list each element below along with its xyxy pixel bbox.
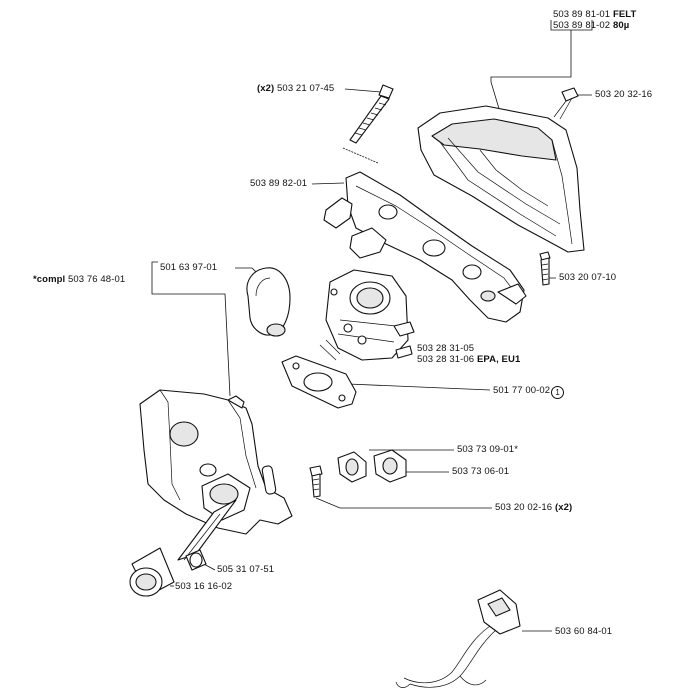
label-80u: 503 89 81-02 80µ [553, 20, 629, 31]
part-number: 503 89 81-01 [553, 9, 611, 20]
label-cable: 503 60 84-01 [555, 626, 612, 637]
part-number: 503 60 84-01 [555, 626, 613, 637]
label-compl: *compl 503 76 48-01 [33, 274, 125, 285]
note-circle: 1 [551, 386, 565, 399]
part-qty: (x2) [257, 83, 275, 94]
part-suffix: EPA, EU1 [476, 354, 521, 365]
grommet-2-part [373, 449, 407, 483]
part-number: 501 77 00-02 [493, 385, 551, 396]
grommet-1-part [337, 451, 367, 483]
part-number: 501 63 97-01 [160, 262, 218, 273]
label-carb-2: 503 28 31-06 EPA, EU1 [417, 354, 520, 365]
label-screw-right: 503 20 07-10 [559, 272, 616, 283]
part-number: 503 73 09-01* [457, 444, 518, 455]
part-suffix: 80µ [612, 20, 630, 31]
label-screw-top: 503 20 32-16 [595, 89, 652, 100]
label-grommet-1: 503 73 09-01* [457, 444, 518, 455]
label-bolt-x2: (x2) 503 21 07-45 [257, 83, 334, 94]
label-plate: 503 89 82-01 [250, 178, 307, 189]
part-number: 503 20 02-16 [495, 502, 553, 513]
housing-part [139, 389, 293, 535]
part-number: 503 76 48-01 [68, 274, 126, 285]
ring-part [185, 549, 207, 571]
part-number: 503 16 16-02 [175, 581, 233, 592]
right-screw-part [539, 251, 551, 286]
choke-part [246, 267, 291, 337]
part-prefix: *compl [33, 274, 66, 285]
part-number: 503 28 31-06 [417, 354, 475, 365]
filter-cover-part [417, 105, 585, 253]
label-choke: 501 63 97-01 [160, 262, 217, 273]
part-number: 503 89 81-02 [553, 20, 611, 31]
boot-part [129, 547, 175, 597]
part-number: 503 28 31-05 [417, 343, 475, 354]
label-ring: 505 31 07-51 [217, 564, 274, 575]
label-screw-x2: 503 20 02-16 (x2) [495, 502, 572, 513]
top-screw-part [553, 87, 579, 120]
part-number: 503 21 07-45 [277, 83, 335, 94]
part-number: 503 20 07-10 [559, 272, 617, 283]
label-carb-1: 503 28 31-05 [417, 343, 474, 354]
long-bolt-part [342, 84, 394, 164]
label-tube: 503 16 16-02 [175, 581, 232, 592]
label-grommet-2: 503 73 06-01 [452, 466, 509, 477]
housing-screw-part [309, 465, 323, 498]
cable-part [395, 589, 521, 688]
part-suffix: FELT [612, 9, 637, 20]
part-number: 505 31 07-51 [217, 564, 275, 575]
carburetor-part [325, 269, 415, 361]
part-number: 503 20 32-16 [595, 89, 653, 100]
intake-plate-part [323, 171, 527, 323]
part-number: 503 73 06-01 [452, 466, 510, 477]
part-qty: (x2) [554, 502, 573, 513]
gasket-part [281, 339, 357, 409]
label-felt: 503 89 81-01 FELT [553, 9, 636, 20]
part-number: 503 89 82-01 [250, 178, 308, 189]
